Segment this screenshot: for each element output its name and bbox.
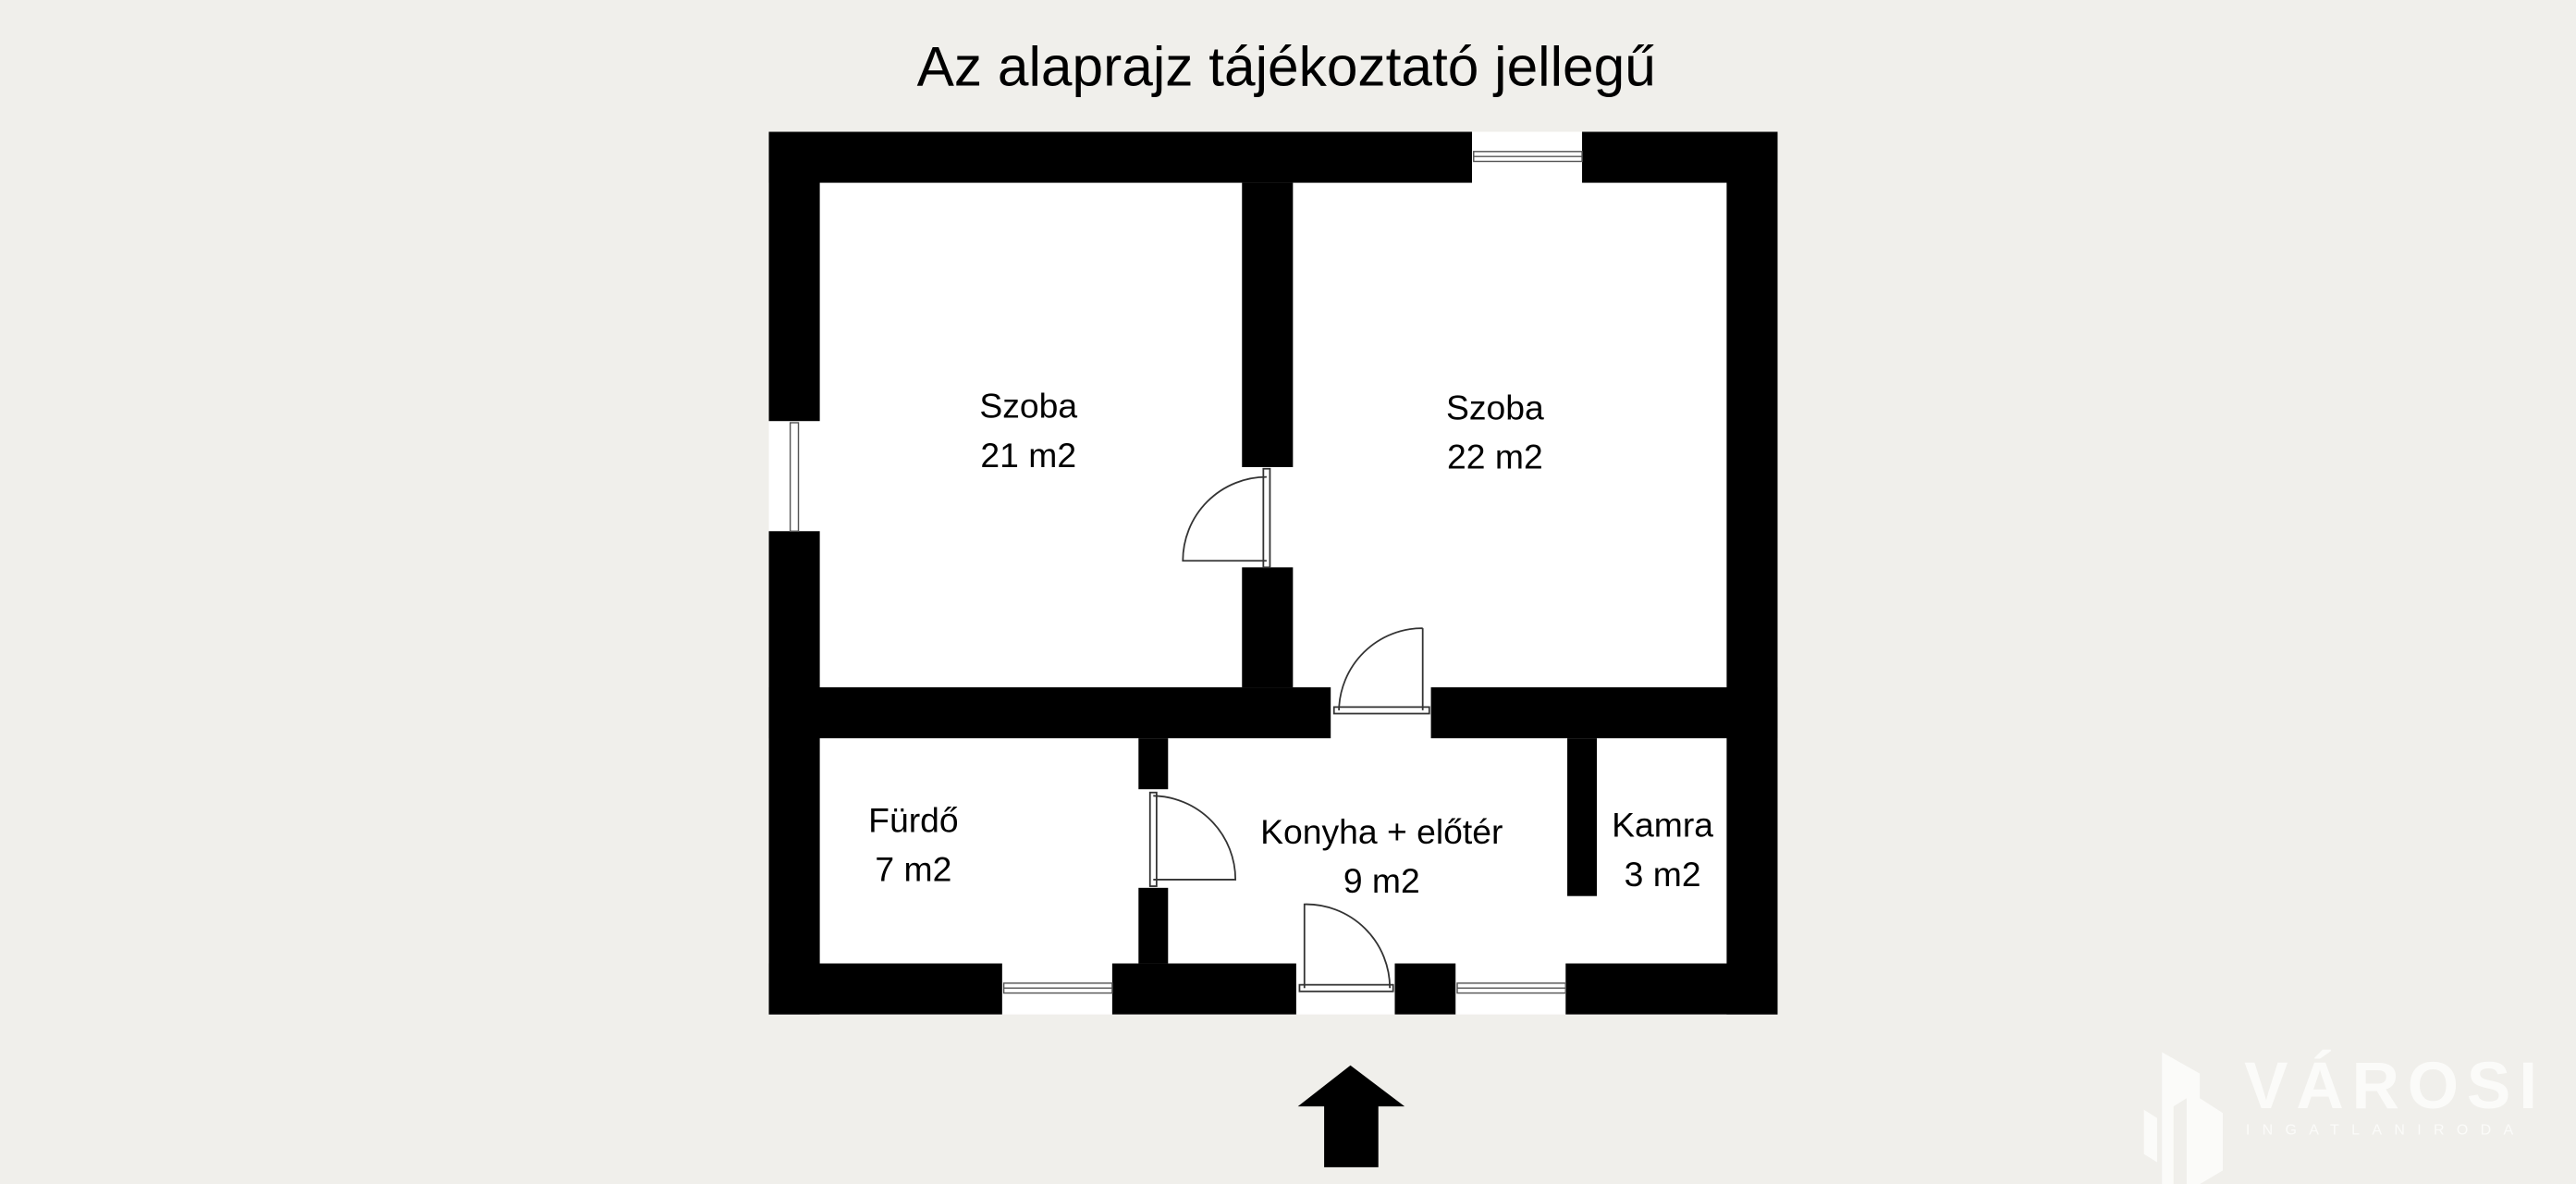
room-name: Szoba bbox=[979, 387, 1077, 426]
room-area: 21 m2 bbox=[980, 436, 1076, 475]
room-area: 7 m2 bbox=[875, 850, 951, 889]
arrow-up-icon bbox=[1297, 1065, 1405, 1167]
logo-name: VÁROSI bbox=[2244, 1050, 2545, 1123]
door-bath bbox=[1148, 791, 1158, 887]
room-name: Konyha + előtér bbox=[1260, 812, 1503, 851]
door-entrance bbox=[1298, 983, 1394, 993]
room-name: Kamra bbox=[1612, 806, 1713, 845]
room-area: 3 m2 bbox=[1625, 855, 1701, 894]
room-name: Szoba bbox=[1446, 388, 1544, 426]
windows bbox=[789, 151, 1583, 994]
doors bbox=[1148, 467, 1430, 993]
room-area: 22 m2 bbox=[1447, 438, 1543, 476]
room-name: Fürdő bbox=[868, 800, 958, 839]
plan-title: Az alaprajz tájékoztató jellegű bbox=[917, 35, 1656, 98]
door-room2 bbox=[1332, 706, 1430, 715]
logo-subtitle: INGATLANIRODA bbox=[2246, 1122, 2526, 1138]
walls bbox=[768, 131, 1778, 1015]
logo: VÁROSI INGATLANIRODA bbox=[2143, 1050, 2545, 1184]
room-labels: Szoba 21 m2 Szoba 22 m2 Fürdő 7 m2 Konyh… bbox=[868, 387, 1713, 900]
door-rooms bbox=[1262, 467, 1271, 569]
window-left bbox=[789, 422, 800, 532]
room-area: 9 m2 bbox=[1343, 861, 1420, 900]
building-icon bbox=[2143, 1052, 2223, 1184]
